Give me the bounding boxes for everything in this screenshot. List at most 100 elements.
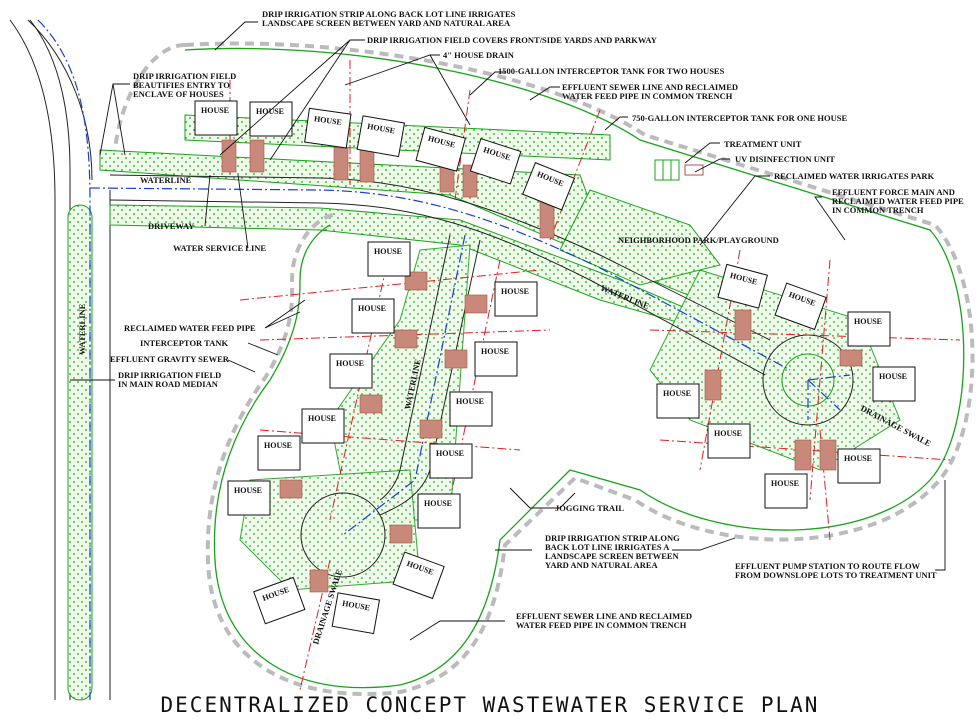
callout-pump-station-1: EFFLUENT PUMP STATION TO ROUTE FLOW — [735, 561, 921, 571]
house-footprint — [367, 241, 411, 277]
callout-tank-1500: 1500-GALLON INTERCEPTOR TANK FOR TWO HOU… — [498, 66, 725, 76]
house-label: HOUSE — [663, 389, 691, 398]
house: HOUSE — [417, 493, 461, 529]
plan-title: DECENTRALIZED CONCEPT WASTEWATER SERVICE… — [161, 693, 820, 717]
callout-water-service: WATER SERVICE LINE — [173, 243, 266, 253]
house-footprint — [227, 480, 271, 516]
callout-force-main-3: IN COMMON TRENCH — [832, 205, 924, 215]
house-label: HOUSE — [424, 499, 452, 508]
house-footprint — [449, 391, 493, 427]
main-road — [9, 19, 111, 701]
house: HOUSE — [872, 366, 916, 402]
house-label: HOUSE — [854, 317, 882, 326]
house-footprint — [656, 383, 700, 419]
callout-effluent-sewer-top-2: WATER FEED PIPE IN COMMON TRENCH — [562, 91, 733, 101]
waterline-label: WATERLINE — [140, 175, 192, 185]
house: HOUSE — [227, 480, 271, 516]
uv-disinfection-unit — [684, 164, 704, 176]
callout-drip-strip-bottom-3: LANDSCAPE SCREEN BETWEEN — [545, 551, 680, 561]
callout-uv-unit: UV DISINFECTION UNIT — [735, 154, 835, 164]
house-label: HOUSE — [714, 429, 742, 438]
callout-leaders — [70, 21, 946, 641]
lot-boundaries — [113, 41, 975, 697]
callout-reclaimed-feed: RECLAIMED WATER FEED PIPE — [124, 323, 256, 333]
callout-median-field-2: IN MAIN ROAD MEDIAN — [118, 379, 219, 389]
callout-force-main-1: EFFLUENT FORCE MAIN AND — [832, 187, 955, 197]
house-footprint — [494, 281, 538, 317]
house: HOUSE — [253, 576, 306, 625]
callout-reclaimed-park: RECLAIMED WATER IRRIGATES PARK — [774, 171, 935, 181]
callout-drip-strip-bottom-2: BACK LOT LINE IRRIGATES A — [545, 542, 670, 552]
house: HOUSE — [469, 137, 522, 185]
house-footprint — [301, 408, 345, 444]
callout-gravity-sewer: EFFLUENT GRAVITY SEWER — [110, 354, 230, 364]
house-label: HOUSE — [844, 454, 872, 463]
house-footprint — [764, 473, 808, 509]
house: HOUSE — [474, 341, 518, 377]
house-footprint — [872, 366, 916, 402]
house-footprint — [253, 576, 306, 625]
callout-treatment-unit: TREATMENT UNIT — [724, 139, 802, 149]
house-footprint — [474, 341, 518, 377]
callout-entry-field-3: ENCLAVE OF HOUSES — [133, 89, 224, 99]
house: HOUSE — [304, 107, 352, 149]
callout-effluent-sewer-bottom-2: WATER FEED PIPE IN COMMON TRENCH — [516, 620, 687, 630]
house: HOUSE — [249, 101, 293, 137]
house: HOUSE — [257, 435, 301, 471]
house-label: HOUSE — [771, 479, 799, 488]
house-label: HOUSE — [234, 486, 262, 495]
house-label: HOUSE — [456, 397, 484, 406]
callouts: DRIP IRRIGATION STRIP ALONG BACK LOT LIN… — [110, 9, 964, 630]
cul-de-sac-west — [300, 492, 386, 578]
house-footprint — [774, 282, 827, 331]
callout-jogging-trail: JOGGING TRAIL — [555, 503, 624, 513]
house: HOUSE — [367, 241, 411, 277]
house-footprint — [329, 353, 373, 389]
main-waterline — [37, 19, 91, 700]
house-label: HOUSE — [879, 372, 907, 381]
house-footprint — [429, 443, 473, 479]
house-footprint — [417, 493, 461, 529]
house-footprint — [837, 448, 881, 484]
callout-drip-strip-bottom-4: YARD AND NATURAL AREA — [545, 560, 659, 570]
street-waterline — [89, 187, 791, 371]
house-label: HOUSE — [264, 441, 292, 450]
house-footprint — [707, 423, 751, 459]
house-footprint — [331, 592, 381, 635]
house: HOUSE — [774, 282, 827, 331]
house-footprint — [522, 162, 576, 211]
house-footprint — [415, 126, 467, 172]
callout-interceptor-tank: INTERCEPTOR TANK — [140, 338, 228, 348]
house: HOUSE — [429, 443, 473, 479]
park-label: NEIGHBORHOOD PARK/PLAYGROUND — [618, 235, 779, 245]
house: HOUSE — [494, 281, 538, 317]
house: HOUSE — [847, 311, 891, 347]
house-label: HOUSE — [308, 414, 336, 423]
waterline-label-main: WATERLINE — [77, 303, 87, 355]
callout-pump-station-2: FROM DOWNSLOPE LOTS TO TREATMENT UNIT — [735, 570, 937, 580]
house-footprint — [304, 107, 352, 149]
house-footprint — [717, 263, 769, 309]
house-footprint — [351, 298, 395, 334]
house: HOUSE — [656, 383, 700, 419]
callout-drip-strip-top-2: LANDSCAPE SCREEN BETWEEN YARD AND NATURA… — [262, 18, 511, 28]
callout-force-main-2: RECLAIMED WATER FEED PIPE — [832, 196, 964, 206]
callout-median-field-1: DRIP IRRIGATION FIELD — [118, 370, 221, 380]
driveways — [221, 139, 863, 593]
house: HOUSE — [415, 126, 467, 172]
callout-entry-field-1: DRIP IRRIGATION FIELD — [133, 71, 236, 81]
house-label: HOUSE — [436, 449, 464, 458]
house: HOUSE — [194, 100, 238, 136]
house: HOUSE — [522, 162, 576, 211]
house-label: HOUSE — [358, 304, 386, 313]
house-footprint — [356, 115, 406, 158]
house-footprint — [469, 137, 522, 185]
callout-drip-strip-top-1: DRIP IRRIGATION STRIP ALONG BACK LOT LIN… — [262, 9, 516, 19]
house-label: HOUSE — [481, 347, 509, 356]
house-label: HOUSE — [374, 247, 402, 256]
callout-driveway: DRIVEWAY — [148, 221, 194, 231]
house-footprint — [847, 311, 891, 347]
treatment-unit — [654, 159, 704, 181]
